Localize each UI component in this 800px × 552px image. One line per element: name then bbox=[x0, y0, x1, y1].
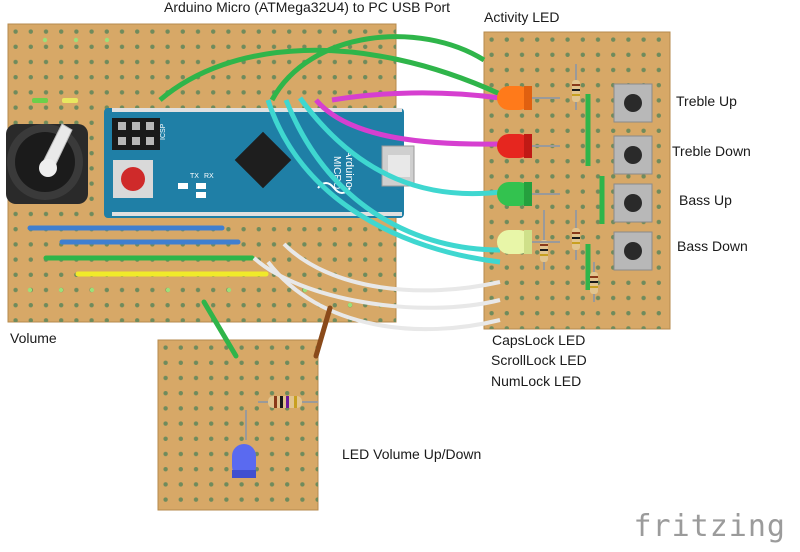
resistor-capslock bbox=[540, 210, 548, 270]
wire-cyan-2 bbox=[283, 99, 501, 253]
resistor-scrolllock bbox=[572, 210, 580, 260]
resistor-numlock bbox=[590, 262, 598, 302]
led-volume-label: LED Volume Up/Down bbox=[342, 446, 482, 462]
strip-marker-green bbox=[32, 98, 48, 103]
button-bass-down bbox=[613, 231, 653, 271]
bottom-stripboard bbox=[157, 339, 319, 511]
bass-down-label: Bass Down bbox=[677, 238, 748, 254]
icsp-label: ICSP bbox=[160, 123, 167, 140]
usb-port-label: Arduino Micro (ATMega32U4) to PC USB Por… bbox=[164, 0, 451, 15]
bass-up-label: Bass Up bbox=[679, 192, 732, 208]
scrolllock-led-label: ScrollLock LED bbox=[491, 352, 587, 368]
micro-label: MICRO bbox=[331, 156, 342, 190]
wire-green-activity bbox=[158, 47, 502, 102]
button-treble-down bbox=[613, 135, 653, 175]
treble-down-label: Treble Down bbox=[672, 143, 751, 159]
wire-magenta-2 bbox=[314, 98, 501, 147]
led-activity-orange bbox=[497, 86, 532, 110]
volume-potentiometer bbox=[6, 123, 88, 204]
wire-green-bottom bbox=[201, 299, 239, 359]
activity-led-label: Activity LED bbox=[484, 9, 560, 25]
wire-cyan-3 bbox=[265, 99, 501, 265]
wire-white-1 bbox=[282, 242, 501, 293]
led-scrolllock-green bbox=[497, 182, 532, 206]
arduino-label: Arduino bbox=[343, 150, 355, 188]
wire-green-top bbox=[269, 34, 486, 102]
wire-brown-bottom bbox=[313, 305, 333, 359]
treble-up-label: Treble Up bbox=[676, 93, 737, 109]
strip-marker-yellow bbox=[62, 98, 78, 103]
led-numlock-yellowgreen bbox=[497, 230, 532, 254]
capslock-led-label: CapsLock LED bbox=[492, 332, 586, 348]
volume-label: Volume bbox=[10, 330, 57, 346]
led-capslock-red bbox=[497, 134, 532, 158]
button-bass-up bbox=[613, 183, 653, 223]
wire-white-3 bbox=[266, 260, 501, 332]
wire-cyan-1 bbox=[297, 96, 501, 197]
tx-label: TX bbox=[190, 173, 199, 180]
fritzing-watermark: fritzing bbox=[633, 509, 786, 544]
resistor-activity bbox=[572, 64, 580, 110]
numlock-led-label: NumLock LED bbox=[491, 373, 582, 389]
rx-label: RX bbox=[204, 173, 214, 180]
button-treble-up bbox=[613, 83, 653, 123]
led-volume-blue bbox=[232, 444, 256, 478]
resistor-volume-led bbox=[258, 396, 318, 408]
wire-magenta-1 bbox=[331, 90, 501, 103]
